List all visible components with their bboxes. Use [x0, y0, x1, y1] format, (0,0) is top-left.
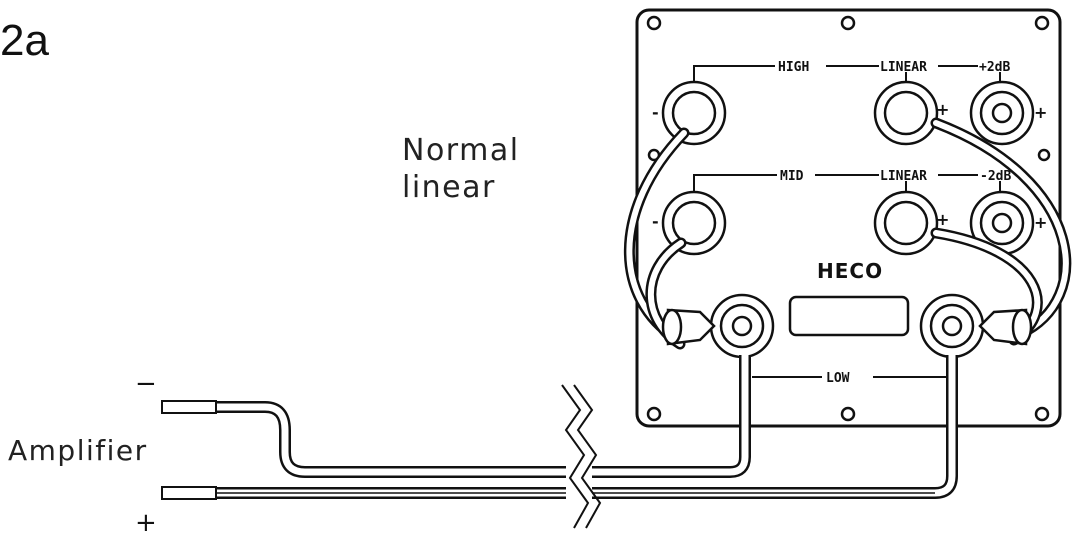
- label-high-boost: +2dB: [979, 60, 1010, 75]
- label-mid: MID: [780, 169, 804, 184]
- pol-high-minus: -: [652, 103, 659, 122]
- cable-break-symbol: [561, 384, 602, 532]
- amplifier-label: Amplifier: [8, 434, 148, 467]
- note-line-2: linear: [402, 170, 496, 205]
- amplifier-cable-negative: [161, 355, 751, 478]
- nameplate: [788, 295, 910, 337]
- pol-high-boost-plus: +: [1034, 103, 1047, 122]
- amplifier-plus: +: [135, 508, 157, 537]
- label-mid-linear: LINEAR: [880, 169, 927, 184]
- pol-mid-cut-plus: +: [1034, 213, 1047, 232]
- label-high: HIGH: [778, 60, 809, 75]
- note-line-1: Normal: [402, 133, 520, 168]
- brand-logo: HECO: [817, 259, 883, 283]
- cable-lugs: [661, 308, 1033, 346]
- label-high-linear: LINEAR: [880, 60, 927, 75]
- terminals: [661, 80, 1035, 359]
- amplifier-minus: −: [135, 369, 157, 399]
- pol-high-plus: +: [936, 100, 949, 119]
- pol-mid-plus: +: [936, 210, 949, 229]
- pol-mid-minus: -: [652, 212, 659, 231]
- figure-label: 2a: [0, 16, 49, 65]
- label-mid-cut: -2dB: [980, 169, 1011, 184]
- label-low: LOW: [826, 371, 850, 386]
